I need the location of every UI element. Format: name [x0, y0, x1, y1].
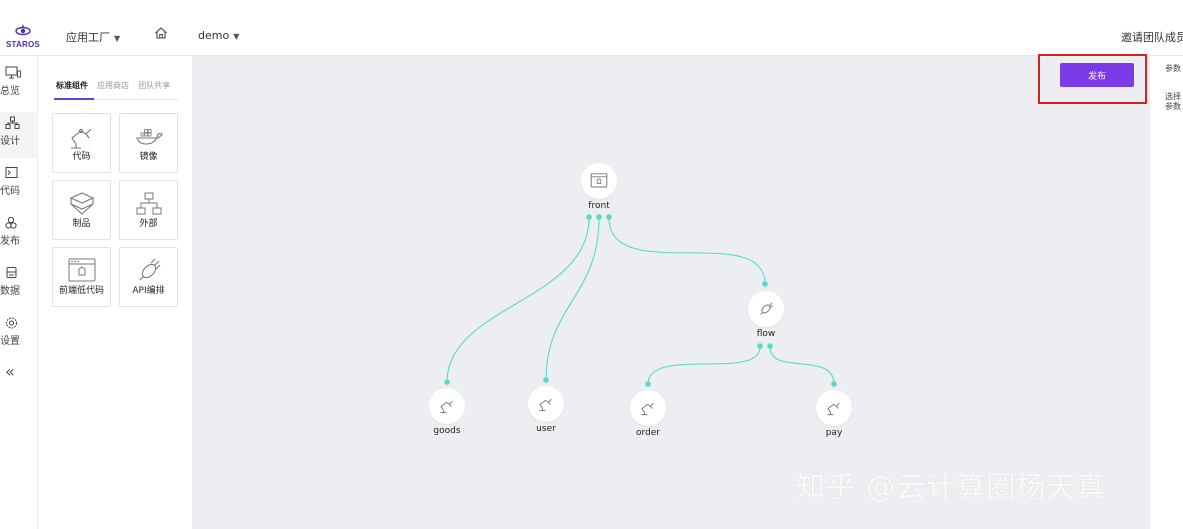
connection-links	[444, 214, 837, 387]
nav-item-data[interactable]: 数据	[0, 266, 38, 308]
component-artifact[interactable]: 制品	[52, 180, 111, 240]
right-panel-select: 选择	[1165, 92, 1181, 101]
logo-text: STAROS	[6, 40, 40, 49]
nav-item-code[interactable]: 代码	[0, 166, 38, 208]
publish-highlight-box	[1038, 54, 1147, 104]
nav-item-settings[interactable]: 设置	[0, 316, 38, 358]
palette-tabs: 标准组件 应用商店 团队共享	[56, 73, 174, 92]
component-frontend-lowcode[interactable]: 前端低代码	[52, 247, 111, 307]
node-flow[interactable]	[748, 291, 784, 327]
tab-team-shared[interactable]: 团队共享	[138, 81, 171, 90]
monitor-icon	[5, 66, 21, 79]
frontend-icon	[68, 258, 95, 282]
terminal-icon	[5, 167, 18, 178]
plug-icon	[760, 302, 773, 315]
home-icon	[155, 27, 167, 39]
tile-label: 外部	[139, 219, 158, 229]
project-label: demo	[198, 29, 230, 42]
right-panel-params: 参数	[1165, 64, 1181, 73]
project-dropdown[interactable]: demo▼	[198, 29, 239, 42]
node-label-goods: goods	[433, 426, 461, 436]
nav-label: 设置	[0, 336, 20, 347]
node-goods[interactable]	[429, 388, 465, 424]
nav-label: 总览	[0, 86, 20, 97]
docker-icon	[135, 129, 163, 145]
nav-label: 代码	[0, 186, 20, 197]
node-order[interactable]	[630, 390, 666, 426]
component-image[interactable]: 镜像	[119, 113, 178, 173]
node-front[interactable]	[581, 163, 617, 199]
node-label-order: order	[636, 428, 660, 438]
link-pay-flow	[769, 346, 835, 385]
external-icon	[136, 192, 161, 215]
link-front-flow	[608, 217, 766, 285]
link-user-front	[545, 217, 600, 381]
publish-button[interactable]: 发布	[1060, 63, 1134, 87]
caret-down-icon: ▼	[114, 34, 121, 43]
component-palette: 标准组件 应用商店 团队共享 代码 镜像 制品 外部 前端低代码 API编排	[38, 56, 193, 529]
package-icon	[69, 192, 94, 215]
right-panel-params-2: 参数	[1165, 102, 1181, 111]
home-button[interactable]	[154, 26, 168, 43]
publish-icon	[5, 216, 17, 229]
nav-label: 数据	[0, 286, 20, 297]
active-tab-indicator	[54, 98, 94, 100]
tile-label: 制品	[72, 219, 91, 229]
plug-icon	[139, 258, 160, 281]
tile-label: 前端低代码	[58, 286, 104, 296]
watermark: 知乎 @云计算圈杨天真	[796, 470, 1107, 504]
staros-logo[interactable]: STAROS	[4, 23, 42, 51]
invite-team-link[interactable]: 邀请团队成员	[1121, 31, 1183, 44]
nav-item-design[interactable]: 设计	[0, 112, 38, 158]
robot-arm-icon	[827, 402, 840, 416]
tab-standard[interactable]: 标准组件	[56, 81, 88, 90]
link-order-flow	[647, 346, 761, 385]
tab-app-store[interactable]: 应用商店	[97, 81, 130, 90]
link-goods-front	[446, 217, 590, 383]
collapse-nav-button[interactable]: «	[5, 362, 15, 381]
node-label-pay: pay	[825, 428, 843, 438]
component-api-orchestration[interactable]: API编排	[119, 247, 178, 307]
robot-arm-icon	[539, 398, 552, 412]
design-icon	[5, 116, 20, 129]
robot-arm-icon	[641, 402, 654, 416]
robot-arm-icon	[70, 128, 91, 149]
logo-icon	[15, 24, 31, 36]
node-pay[interactable]	[816, 390, 852, 426]
app-factory-dropdown[interactable]: 应用工厂 ▼	[66, 29, 120, 45]
frontend-icon	[590, 173, 608, 188]
nav-item-publish[interactable]: 发布	[0, 216, 38, 258]
nav-label: 发布	[0, 236, 20, 247]
top-bar: STAROS 应用工厂▼ demo▼ 邀请团队成员	[0, 18, 1183, 56]
robot-arm-icon	[440, 400, 453, 414]
node-label-flow: flow	[756, 329, 776, 339]
component-external[interactable]: 外部	[119, 180, 178, 240]
nav-label: 设计	[0, 136, 20, 147]
settings-icon	[6, 317, 17, 329]
tile-label: 代码	[72, 152, 91, 162]
node-label-front: front	[588, 201, 610, 211]
left-nav: 总览 设计 代码 发布 数据 设置 «	[0, 56, 38, 529]
component-code[interactable]: 代码	[52, 113, 111, 173]
app-factory-label: 应用工厂	[66, 31, 110, 44]
tab-divider	[54, 99, 178, 100]
right-properties-panel: 参数 选择 参数	[1150, 56, 1183, 529]
data-icon	[6, 267, 17, 278]
caret-down-icon: ▼	[233, 32, 240, 41]
design-canvas[interactable]: front flow goods user order pay	[193, 56, 1150, 529]
tile-label: 镜像	[139, 152, 158, 162]
nav-item-overview[interactable]: 总览	[0, 66, 38, 110]
node-user[interactable]	[528, 386, 564, 422]
node-label-user: user	[536, 424, 556, 434]
tile-label: API编排	[132, 286, 165, 296]
